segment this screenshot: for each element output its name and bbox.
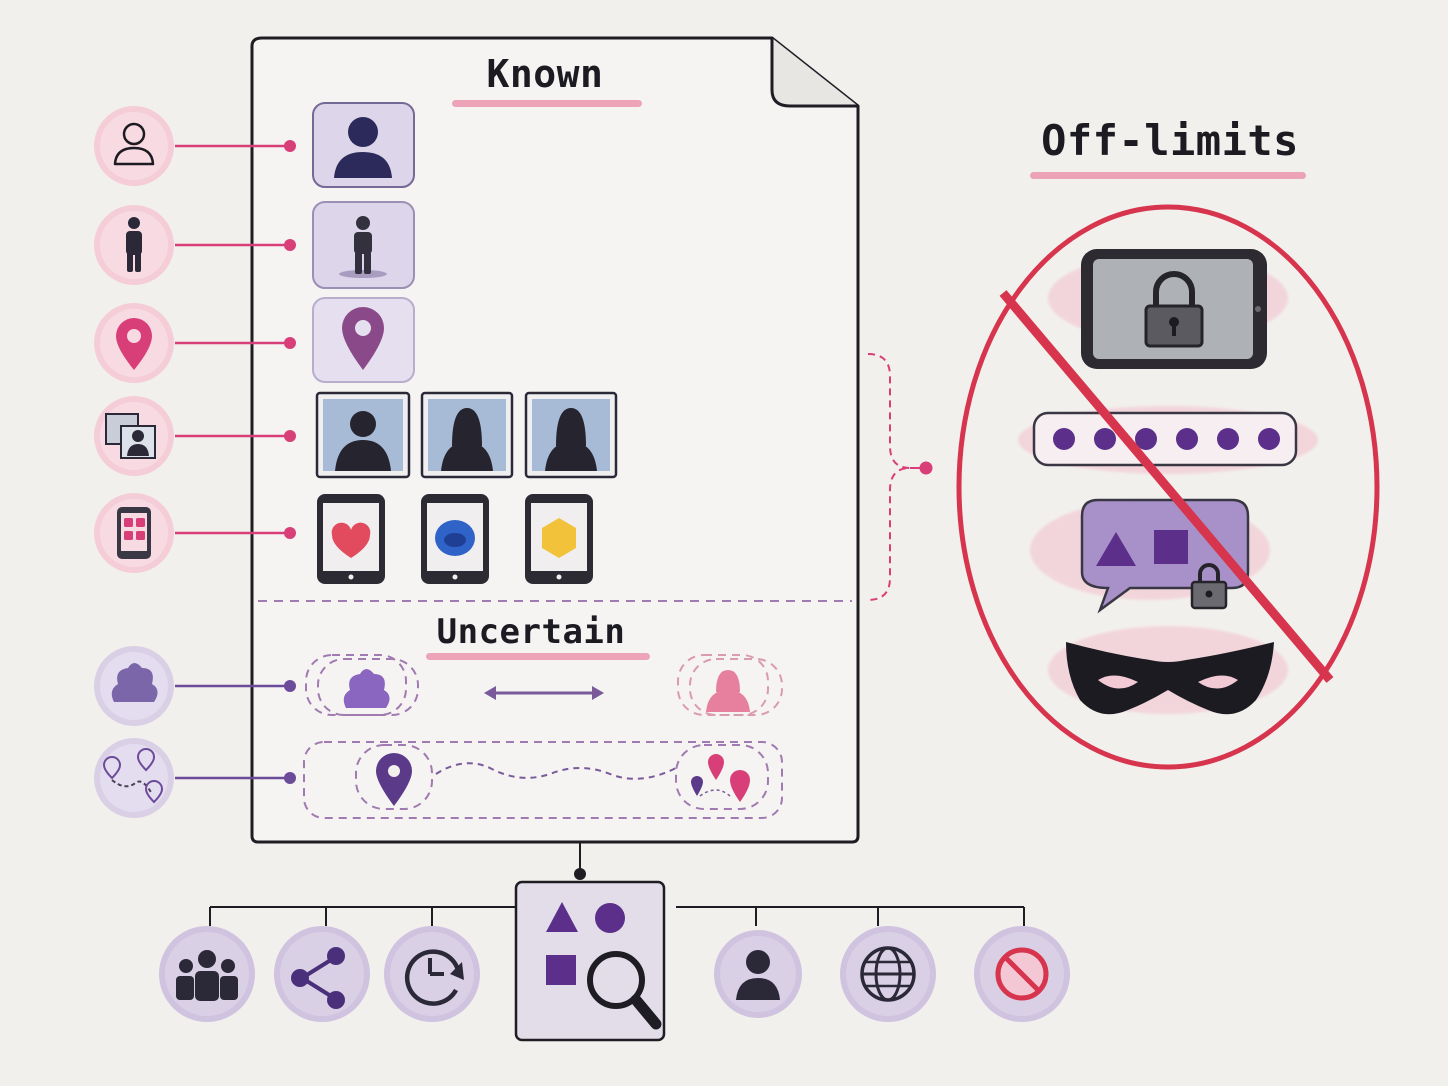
photos-icon (94, 396, 174, 476)
bottom-tree-connectors (209, 842, 1025, 926)
full-body-figure-icon (312, 201, 415, 289)
blue-blob-phone-icon (421, 494, 489, 584)
locked-phone-icon (1081, 249, 1267, 369)
uncertain-underline (426, 653, 650, 660)
off-limits-underline (1030, 172, 1306, 179)
location-pin-icon (94, 303, 174, 383)
known-underline (452, 100, 642, 107)
person-silhouette-icon (706, 670, 750, 712)
person-icon (714, 930, 802, 1018)
connector-dot (284, 772, 296, 784)
uncertain-connectors (175, 684, 288, 780)
connector-dot (284, 527, 296, 539)
prohibition-slash (999, 290, 1334, 683)
standing-person-icon (94, 205, 174, 285)
prohibited-icon (974, 926, 1070, 1022)
person-avatar-icon (312, 102, 415, 188)
apps-phone-icon (94, 493, 174, 573)
blob-shape-icon (343, 669, 390, 708)
share-icon (274, 926, 370, 1022)
off-limits-heading: Off-limits (1041, 116, 1299, 165)
mask-icon (1066, 642, 1274, 715)
connector-dot (284, 337, 296, 349)
clock-refresh-icon (384, 926, 480, 1022)
connector-dot (284, 430, 296, 442)
known-heading: Known (486, 52, 604, 96)
wavy-dashed-path-icon (435, 762, 677, 780)
uncertain-row-location (303, 741, 783, 819)
connector-dot (284, 680, 296, 692)
uncertain-row-identity (305, 654, 783, 716)
hexagon-app-phone-icon (525, 494, 593, 584)
tree-node-dot (574, 868, 586, 880)
connector-dot (284, 239, 296, 251)
portrait-photo-icon (420, 391, 514, 479)
password-dots-icon (1032, 411, 1298, 467)
shapes-search-icon (514, 880, 666, 1042)
known-connectors (175, 144, 288, 535)
group-icon (159, 926, 255, 1022)
route-pins-icon (94, 738, 174, 818)
location-pin-icon (376, 753, 412, 806)
portrait-photo-icon (315, 391, 411, 479)
uncertain-heading: Uncertain (436, 612, 626, 652)
portrait-photo-icon (524, 391, 618, 479)
globe-icon (840, 926, 936, 1022)
double-arrow-icon (484, 686, 604, 700)
multiple-pins-icon (691, 754, 750, 802)
location-pin-icon (312, 297, 415, 383)
user-outline-icon (94, 106, 174, 186)
off-limits-bracket (867, 353, 933, 601)
heart-app-phone-icon (317, 494, 385, 584)
connector-dot (284, 140, 296, 152)
blob-shape-icon (94, 646, 174, 726)
